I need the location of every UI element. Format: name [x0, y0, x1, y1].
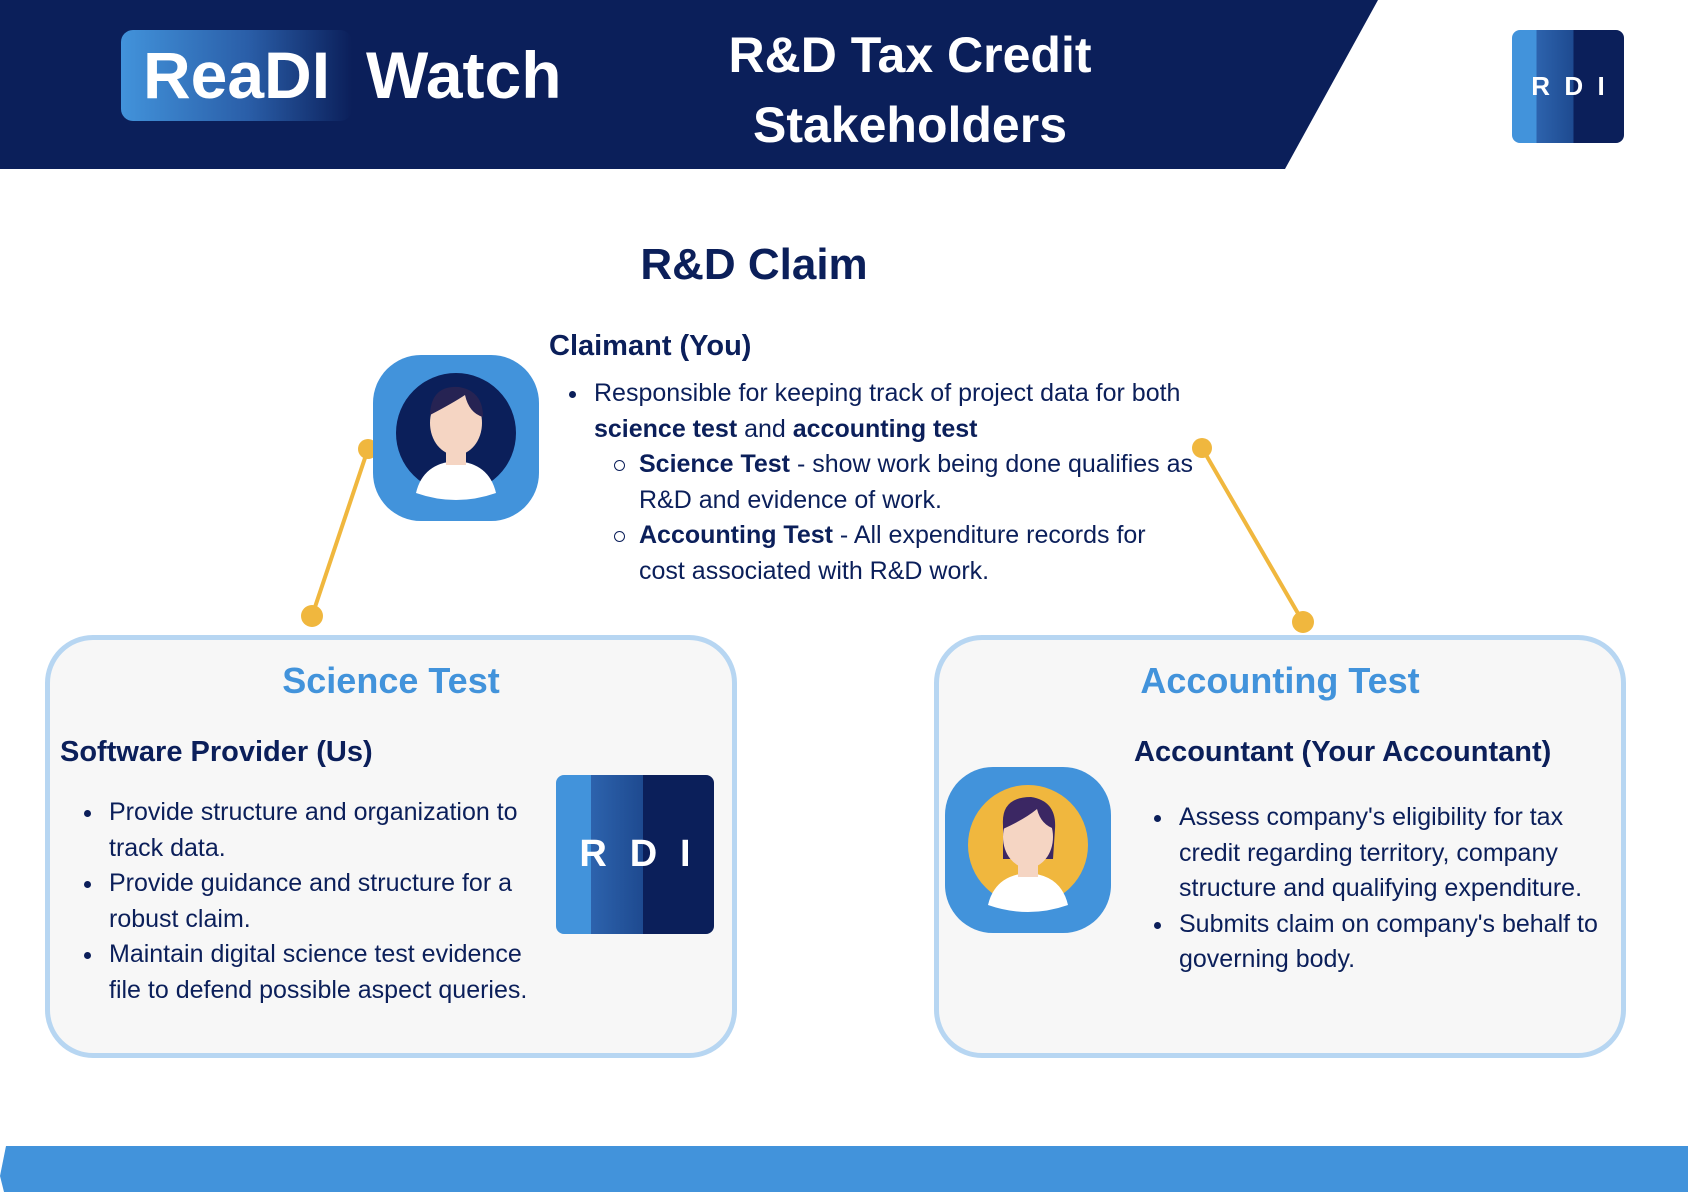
- list-item: Maintain digital science test evidence f…: [84, 937, 529, 1008]
- list-item: Science Test - show work being done qual…: [614, 447, 1194, 518]
- list-item: Submits claim on company's behalf to gov…: [1154, 907, 1629, 978]
- card-subtitle: Software Provider (Us): [60, 736, 373, 768]
- footer-bar: [0, 1146, 1688, 1192]
- card-title: Science Test: [282, 660, 500, 701]
- list-item: Responsible for keeping track of project…: [569, 376, 1194, 447]
- brand-logo-watch: Watch: [366, 38, 562, 112]
- section-heading: R&D Claim: [640, 240, 868, 289]
- list-item: Assess company's eligibility for tax cre…: [1154, 800, 1629, 907]
- card-subtitle: Accountant (Your Accountant): [1134, 736, 1552, 768]
- list-item: Provide structure and organization to tr…: [84, 795, 529, 866]
- list-item: Accounting Test - All expenditure record…: [614, 518, 1194, 589]
- claimant-bullets: Responsible for keeping track of project…: [569, 376, 1194, 589]
- claimant-title: Claimant (You): [549, 330, 752, 362]
- card-title: Accounting Test: [1140, 660, 1420, 701]
- brand-logo-readi: ReaDI: [121, 30, 352, 121]
- accountant-avatar-icon: [945, 767, 1111, 933]
- claimant-avatar-icon: [373, 355, 539, 521]
- science-test-card: Science Test Software Provider (Us) Prov…: [45, 635, 737, 1058]
- list-item: Provide guidance and structure for a rob…: [84, 866, 529, 937]
